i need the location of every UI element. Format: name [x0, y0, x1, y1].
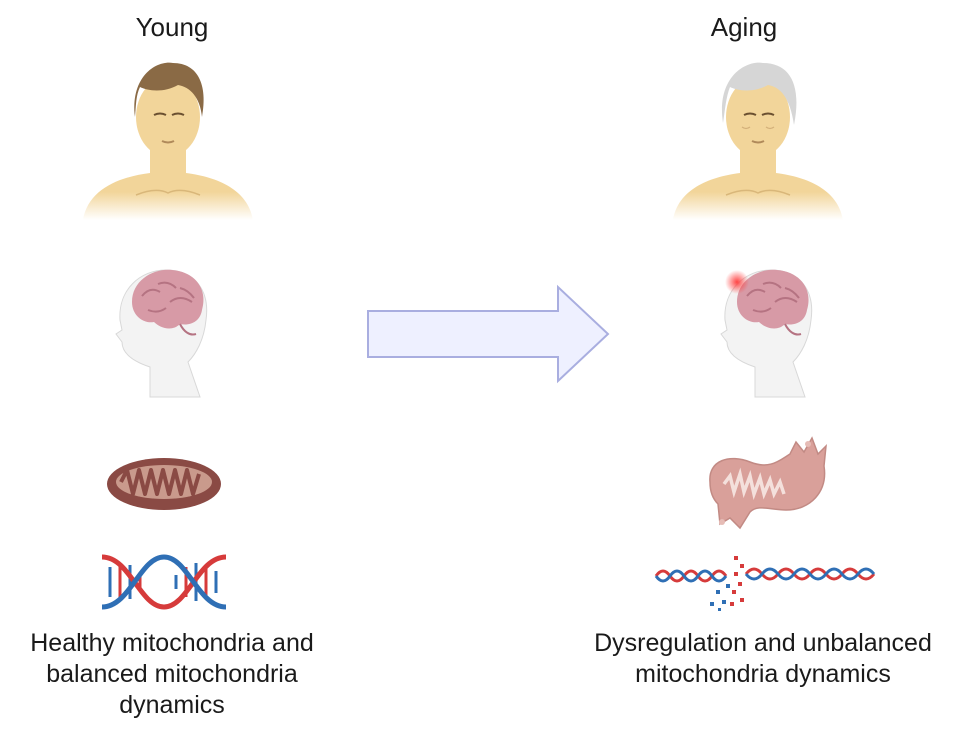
damaged-dna-icon — [654, 556, 876, 611]
damaged-mitochondrion-icon — [709, 436, 827, 530]
young-brain-profile-icon — [115, 269, 208, 398]
healthy-mitochondrion-icon — [107, 458, 221, 510]
aging-caption: Dysregulation and unbalanced mitochondri… — [560, 628, 966, 690]
aging-caption-line-2: mitochondria dynamics — [635, 660, 891, 688]
healthy-dna-icon — [101, 554, 227, 610]
young-caption-line-2: balanced mitochondria — [46, 660, 298, 688]
aging-title: Aging — [710, 12, 778, 42]
young-person-icon — [83, 62, 253, 220]
aging-person-icon — [673, 62, 843, 220]
aging-caption-line-1: Dysregulation and unbalanced — [594, 629, 932, 657]
young-caption-line-3: dynamics — [119, 691, 225, 719]
young-caption-line-1: Healthy mitochondria and — [30, 629, 314, 657]
young-caption: Healthy mitochondria and balanced mitoch… — [2, 628, 342, 721]
young-title: Young — [135, 12, 209, 42]
progression-arrow-icon — [367, 284, 610, 384]
aging-brain-profile-icon — [720, 269, 813, 398]
